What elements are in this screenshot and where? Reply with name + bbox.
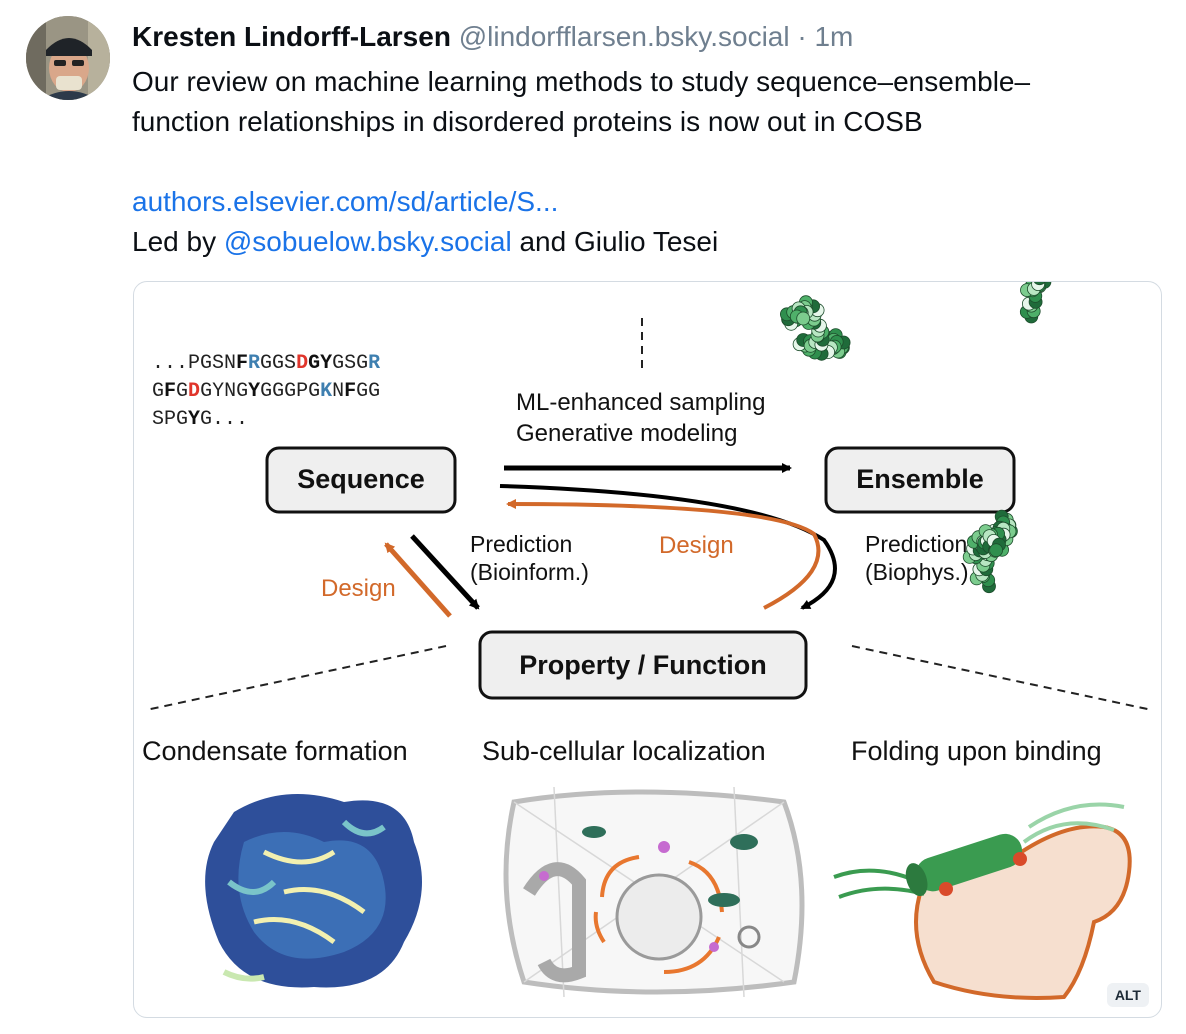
post-body: Our review on machine learning methods t… bbox=[132, 62, 1162, 262]
led-by-prefix: Led by bbox=[132, 226, 224, 257]
ensemble-bead bbox=[1033, 282, 1046, 286]
seq-residue-group: GSG bbox=[332, 352, 368, 375]
seq-line-2: GFGDGYNGYGGGPGKNFGG bbox=[152, 380, 380, 403]
seq-residue-group: G... bbox=[200, 408, 248, 431]
box-ensemble: Ensemble bbox=[824, 446, 1016, 514]
author-avatar[interactable] bbox=[26, 16, 110, 100]
post-text-line2: function relationships in disordered pro… bbox=[132, 106, 923, 137]
seq-residue-group: N bbox=[332, 380, 344, 403]
box-sequence-label: Sequence bbox=[297, 464, 425, 494]
caption-subcellular: Sub-cellular localization bbox=[482, 736, 766, 766]
seq-residue-group: G bbox=[152, 380, 164, 403]
post-image[interactable]: ...PGSNFRGGSDGYGSGR GFGDGYNGYGGGPGKNFGG … bbox=[133, 281, 1162, 1018]
label-prediction-phys-2: (Biophys.) bbox=[865, 559, 969, 585]
seq-residue-group: GG bbox=[356, 380, 380, 403]
arrow-seq-to-property bbox=[410, 534, 480, 610]
author-name[interactable]: Kresten Lindorff-Larsen bbox=[132, 21, 451, 52]
seq-residue-group: GGGPG bbox=[260, 380, 320, 403]
header-separator: · bbox=[797, 21, 807, 52]
box-ensemble-label: Ensemble bbox=[856, 464, 984, 494]
seq-residue-group: R bbox=[368, 352, 380, 375]
seq-residue-group: R bbox=[248, 352, 260, 375]
seq-line-3: SPGYG... bbox=[152, 408, 248, 431]
seq-residue-group: K bbox=[320, 380, 332, 403]
ensemble-structures bbox=[780, 282, 1052, 594]
seq-residue-group: D bbox=[296, 352, 308, 375]
cell-illustration bbox=[503, 786, 805, 998]
seq-residue-group: Y bbox=[188, 408, 200, 431]
caption-condensate: Condensate formation bbox=[142, 736, 408, 766]
article-link[interactable]: authors.elsevier.com/sd/article/S... bbox=[132, 186, 559, 217]
seq-line-1: ...PGSNFRGGSDGYGSGR bbox=[152, 352, 380, 375]
dashed-line-right bbox=[851, 645, 1153, 711]
dashed-line-left bbox=[145, 645, 447, 711]
post-text-line1: Our review on machine learning methods t… bbox=[132, 66, 1031, 97]
label-ml-sampling: ML-enhanced sampling bbox=[516, 389, 765, 416]
figure-graphic: ...PGSNFRGGSDGYGSGR GFGDGYNGYGGGPGKNFGG … bbox=[142, 282, 1153, 1000]
post-timestamp[interactable]: 1m bbox=[814, 21, 854, 52]
seq-residue-group: D bbox=[188, 380, 200, 403]
seq-residue-group: GY bbox=[308, 352, 332, 375]
label-design-top: Design bbox=[659, 532, 734, 559]
seq-residue-group: ...PGSN bbox=[152, 352, 236, 375]
condensate-illustration bbox=[205, 794, 422, 988]
seq-residue-group: F bbox=[164, 380, 176, 403]
seq-residue-group: SPG bbox=[152, 408, 188, 431]
led-by-line: Led by @sobuelow.bsky.social and Giulio … bbox=[132, 222, 1162, 262]
label-generative: Generative modeling bbox=[516, 420, 737, 447]
seq-residue-group: GGS bbox=[260, 352, 296, 375]
seq-residue-group: G bbox=[176, 380, 188, 403]
seq-residue-group: GYNG bbox=[200, 380, 248, 403]
led-by-suffix: and Giulio Tesei bbox=[511, 226, 719, 257]
box-sequence: Sequence bbox=[265, 446, 457, 514]
arrow-design-left bbox=[384, 542, 452, 618]
box-property-label: Property / Function bbox=[519, 650, 767, 680]
avatar-photo bbox=[26, 16, 110, 100]
ensemble-bead bbox=[989, 543, 1003, 558]
sequence-text: ...PGSNFRGGSDGYGSGR GFGDGYNGYGGGPGKNFGG … bbox=[152, 352, 380, 431]
alt-text-badge[interactable]: ALT bbox=[1106, 983, 1149, 1007]
caption-folding: Folding upon binding bbox=[851, 736, 1102, 766]
label-prediction-bio-2: (Bioinform.) bbox=[470, 559, 589, 585]
folding-illustration bbox=[833, 802, 1132, 1000]
box-property: Property / Function bbox=[478, 630, 808, 700]
author-handle[interactable]: @lindorfflarsen.bsky.social bbox=[458, 21, 790, 52]
mention-link[interactable]: @sobuelow.bsky.social bbox=[223, 226, 512, 257]
seq-residue-group: F bbox=[236, 352, 248, 375]
label-design-left: Design bbox=[321, 575, 396, 602]
ensemble-bead bbox=[796, 311, 811, 326]
label-prediction-bio-1: Prediction bbox=[470, 531, 572, 557]
label-prediction-phys-1: Prediction bbox=[865, 531, 967, 557]
arrow-design-top bbox=[506, 499, 821, 610]
post-header: Kresten Lindorff-Larsen @lindorfflarsen.… bbox=[132, 20, 853, 54]
seq-residue-group: Y bbox=[248, 380, 260, 403]
seq-residue-group: F bbox=[344, 380, 356, 403]
